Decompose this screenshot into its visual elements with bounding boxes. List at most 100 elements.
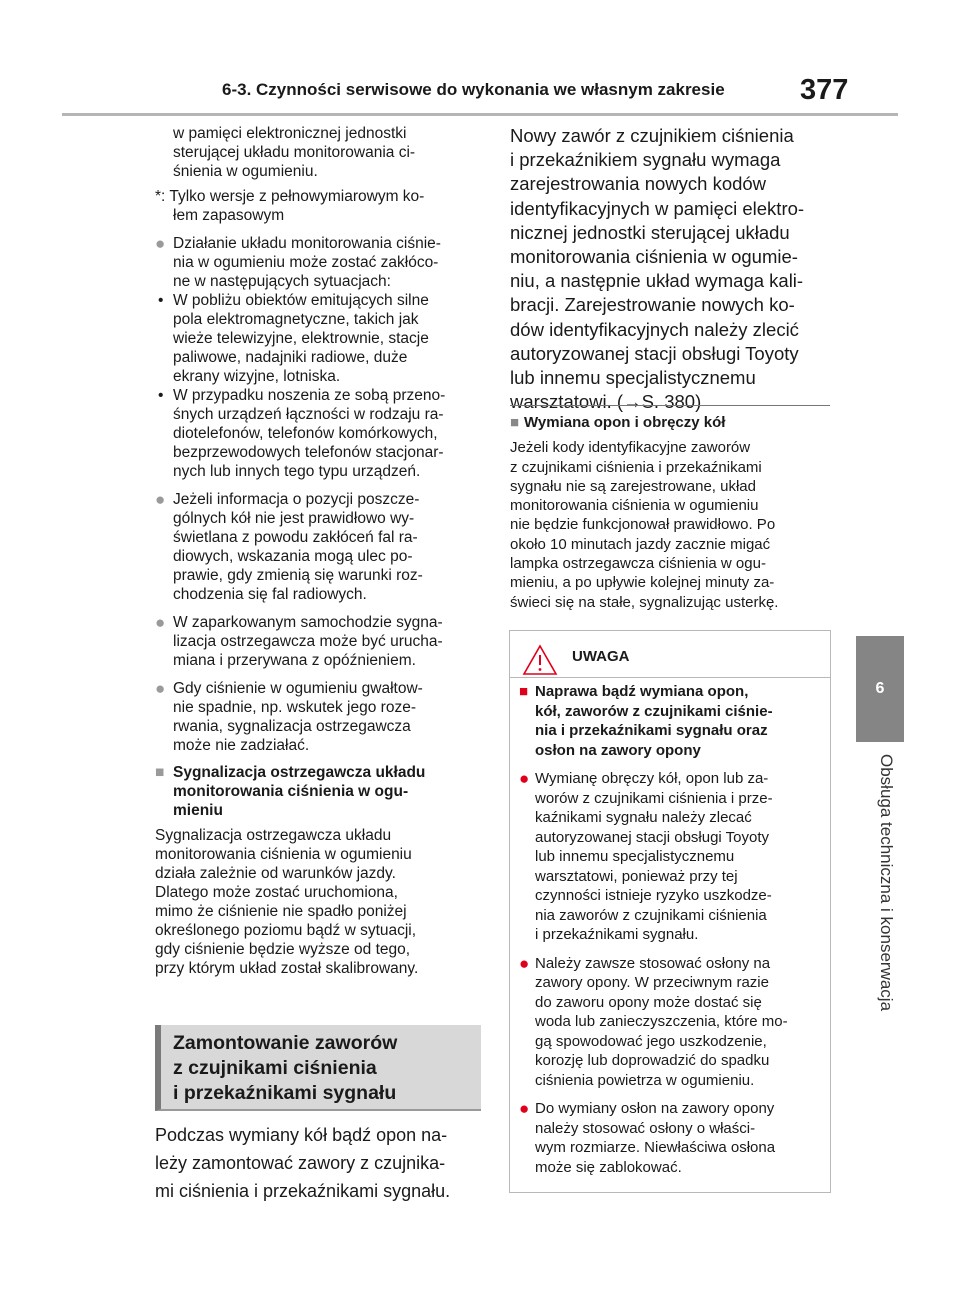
warning-title: UWAGA bbox=[572, 648, 630, 665]
warning-triangle-icon bbox=[522, 644, 558, 675]
text-line: około 10 minutach jazdy zacznie migać bbox=[510, 535, 771, 553]
text-line: bracji. Zarejestrowanie nowych ko- bbox=[510, 294, 795, 316]
warning-bullet-replacement: ●Wymianę obręczy kół, opon lub za-worów … bbox=[519, 769, 829, 945]
text-line: Gdy ciśnienie w ogumieniu gwałtow- bbox=[173, 680, 423, 697]
text-line: nych lub innych tego typu urządzeń. bbox=[173, 463, 421, 480]
text-line: Podczas wymiany kół bądź opon na- bbox=[155, 1125, 448, 1145]
text-line: i przekaźnikiem sygnału wymaga bbox=[510, 149, 781, 171]
text-line: Działanie układu monitorowania ciśnie- bbox=[173, 235, 441, 252]
text-line: nia w ogumieniu może zostać zakłóco- bbox=[173, 254, 439, 271]
text-line: mieniu, a po upływie kolejnej minuty za- bbox=[510, 574, 775, 592]
left-column: w pamięci elektronicznej jednostki steruj… bbox=[155, 124, 480, 978]
text-line: nicznej jednostki sterującej układu bbox=[510, 221, 790, 243]
text-line: należy stosować osłony o właści- bbox=[535, 1119, 756, 1137]
text-line: sterującej układu monitorowania ci- bbox=[173, 144, 416, 161]
text-line: śnych urządzeń łączności w rodzaju ra- bbox=[173, 406, 444, 423]
section-heading-tyre-change: ■Wymiana opon i obręczy kół bbox=[510, 414, 726, 431]
text-line: gdy ciśnienie będzie wyższe od tego, bbox=[155, 941, 411, 958]
text-line: identyfikacyjnych w pamięci elektro- bbox=[510, 197, 805, 219]
text-line: rwania, sygnalizacja ostrzegawcza bbox=[173, 718, 411, 735]
warning-heading: ■Naprawa bądź wymiana opon,kół, zaworów … bbox=[519, 682, 829, 760]
text-line: Sygnalizacja ostrzegawcza układu bbox=[155, 827, 392, 844]
text-line: nie spadnie, np. wskutek jego roze- bbox=[173, 699, 416, 716]
text-line: gólnych kół nie jest prawidłowo wy- bbox=[173, 510, 415, 527]
text-line: Do wymiany osłon na zawory opony bbox=[535, 1100, 775, 1117]
text-line: kół, zaworów z czujnikami ciśnie- bbox=[535, 702, 773, 720]
text-line: mi ciśnienia i przekaźnikami sygnału. bbox=[155, 1181, 451, 1201]
text-line: nie będzie funkcjonował prawidłowo. Po bbox=[510, 516, 776, 534]
text-line: bezprzewodowych telefonów stacjonar- bbox=[173, 444, 444, 461]
text-line: lub innemu specjalistycznemu bbox=[510, 367, 756, 389]
sub-bullet-icon: • bbox=[158, 387, 164, 404]
text-line: niu, a następnie układ wymaga kali- bbox=[510, 270, 804, 292]
bullet-position-info: ● Jeżeli informacja o pozycji poszcze-gól… bbox=[155, 490, 480, 604]
text-line: działa zależnie od warunków jazdy. bbox=[155, 865, 396, 882]
text-line: przy którym układ został skalibrowany. bbox=[155, 960, 419, 977]
text-line: z czujnikami ciśnienia bbox=[173, 1057, 377, 1079]
text-line: świetlana z powodu zakłóceń fal ra- bbox=[173, 529, 418, 546]
continued-text: w pamięci elektronicznej jednostki steruj… bbox=[155, 124, 480, 181]
bullet-icon: ● bbox=[155, 234, 166, 253]
text-line: diowych, wskazania mogą ulec po- bbox=[173, 548, 413, 565]
right-top-paragraph: Nowy zawór z czujnikiem ciśnienia i przek… bbox=[510, 124, 832, 414]
text-line: może się zablokować. bbox=[535, 1158, 682, 1176]
text-line: autoryzowanej stacji obsługi Toyoty bbox=[535, 828, 770, 846]
text-line: określonego poziomu bądź w sytuacji, bbox=[155, 922, 417, 939]
text-line: worów z czujnikami ciśnienia i prze- bbox=[535, 789, 773, 807]
square-bullet-icon: ■ bbox=[510, 414, 520, 431]
text-line: świeci się na stałe, sygnalizując usterk… bbox=[510, 593, 779, 611]
bullet-icon: ● bbox=[519, 953, 530, 973]
bullet-sudden-drop: ●Gdy ciśnienie w ogumieniu gwałtow-nie s… bbox=[155, 679, 480, 755]
text-line: Sygnalizacja ostrzegawcza układu bbox=[173, 764, 426, 781]
text-line: lub innemu specjalistycznemu bbox=[535, 848, 735, 865]
text-line: Jeżeli informacja o pozycji poszcze- bbox=[173, 491, 420, 508]
text-line: z czujnikami ciśnienia i przekaźnikami bbox=[510, 458, 762, 476]
text-line: i przekaźnikami sygnału bbox=[173, 1082, 397, 1104]
header-rule bbox=[62, 113, 898, 116]
text-line: osłon na zawory opony bbox=[535, 741, 701, 759]
page-number: 377 bbox=[800, 74, 849, 106]
text-line: ne w następujących sytuacjach: bbox=[173, 273, 391, 290]
sub-bullet-devices: •W przypadku noszenia ze sobą przeno-śny… bbox=[155, 386, 480, 481]
paragraph-warning-signal: Sygnalizacja ostrzegawcza układu monitoro… bbox=[155, 826, 480, 978]
text-line: paliwowe, nadajniki radiowe, duże bbox=[173, 349, 408, 366]
text-line: kaźnikami sygnału należy zlecać bbox=[535, 809, 752, 826]
text-line: Wymianę obręczy kół, opon lub za- bbox=[535, 770, 769, 787]
text-line: gą spowodować jego uszkodzenie, bbox=[535, 1032, 767, 1050]
text-line: nia i przekaźnikami sygnału oraz bbox=[535, 722, 768, 739]
text-line: łem zapasowym bbox=[173, 207, 285, 224]
text-line: i przekaźnikami sygnału. bbox=[535, 926, 699, 943]
text-line: Nowy zawór z czujnikiem ciśnienia bbox=[510, 125, 794, 146]
section-rule bbox=[510, 405, 830, 406]
text-line: wieże telewizyjne, elektrownie, stacje bbox=[173, 330, 429, 347]
text-line: pola elektromagnetyczne, takich jak bbox=[173, 311, 419, 328]
square-bullet-icon: ■ bbox=[519, 683, 529, 700]
text-line: nia zaworów z czujnikami ciśnienia bbox=[535, 906, 767, 924]
text-line: leży zamontować zawory z czujnika- bbox=[155, 1153, 446, 1173]
text-line: w pamięci elektronicznej jednostki bbox=[173, 125, 407, 142]
text-line: może nie zadziałać. bbox=[173, 737, 310, 754]
text-line: zarejestrowania nowych kodów bbox=[510, 173, 767, 195]
text-line: diotelefonów, telefonów komórkowych, bbox=[173, 425, 438, 442]
sub-bullet-icon: • bbox=[158, 292, 164, 309]
text-line: woda lub zanieczyszczenia, które mo- bbox=[535, 1013, 788, 1030]
warning-body: ■Naprawa bądź wymiana opon,kół, zaworów … bbox=[519, 682, 829, 1177]
text-line: śnienia w ogumieniu. bbox=[173, 163, 318, 180]
running-header-title: 6-3. Czynności serwisowe do wykonania we… bbox=[222, 80, 725, 99]
footnote: *: Tylko wersje z pełnowymiarowym ko-łem… bbox=[155, 187, 480, 225]
bullet-icon: ● bbox=[155, 490, 166, 509]
text-line: monitorowania ciśnienia w ogumie- bbox=[510, 246, 798, 268]
text-line: lizacja ostrzegawcza może być urucha- bbox=[173, 633, 443, 650]
text-line: czynności istnieje ryzyko uszkodze- bbox=[535, 887, 772, 904]
text-line: warsztatowi, ponieważ przy tej bbox=[535, 867, 738, 885]
bullet-interference: ● Działanie układu monitorowania ciśnie-n… bbox=[155, 234, 480, 291]
text-line: Jeżeli kody identyfikacyjne zaworów bbox=[510, 439, 751, 457]
warning-box bbox=[509, 630, 831, 1193]
text-line: monitorowania ciśnienia w ogumieniu bbox=[155, 846, 412, 863]
text-line: ekrany wizyjne, lotniska. bbox=[173, 368, 341, 385]
text-line: ciśnienia powietrza w ogumieniu. bbox=[535, 1071, 755, 1089]
chapter-tab-number: 6 bbox=[856, 636, 904, 742]
text-line: Dlatego może zostać uruchomiona, bbox=[155, 884, 398, 901]
